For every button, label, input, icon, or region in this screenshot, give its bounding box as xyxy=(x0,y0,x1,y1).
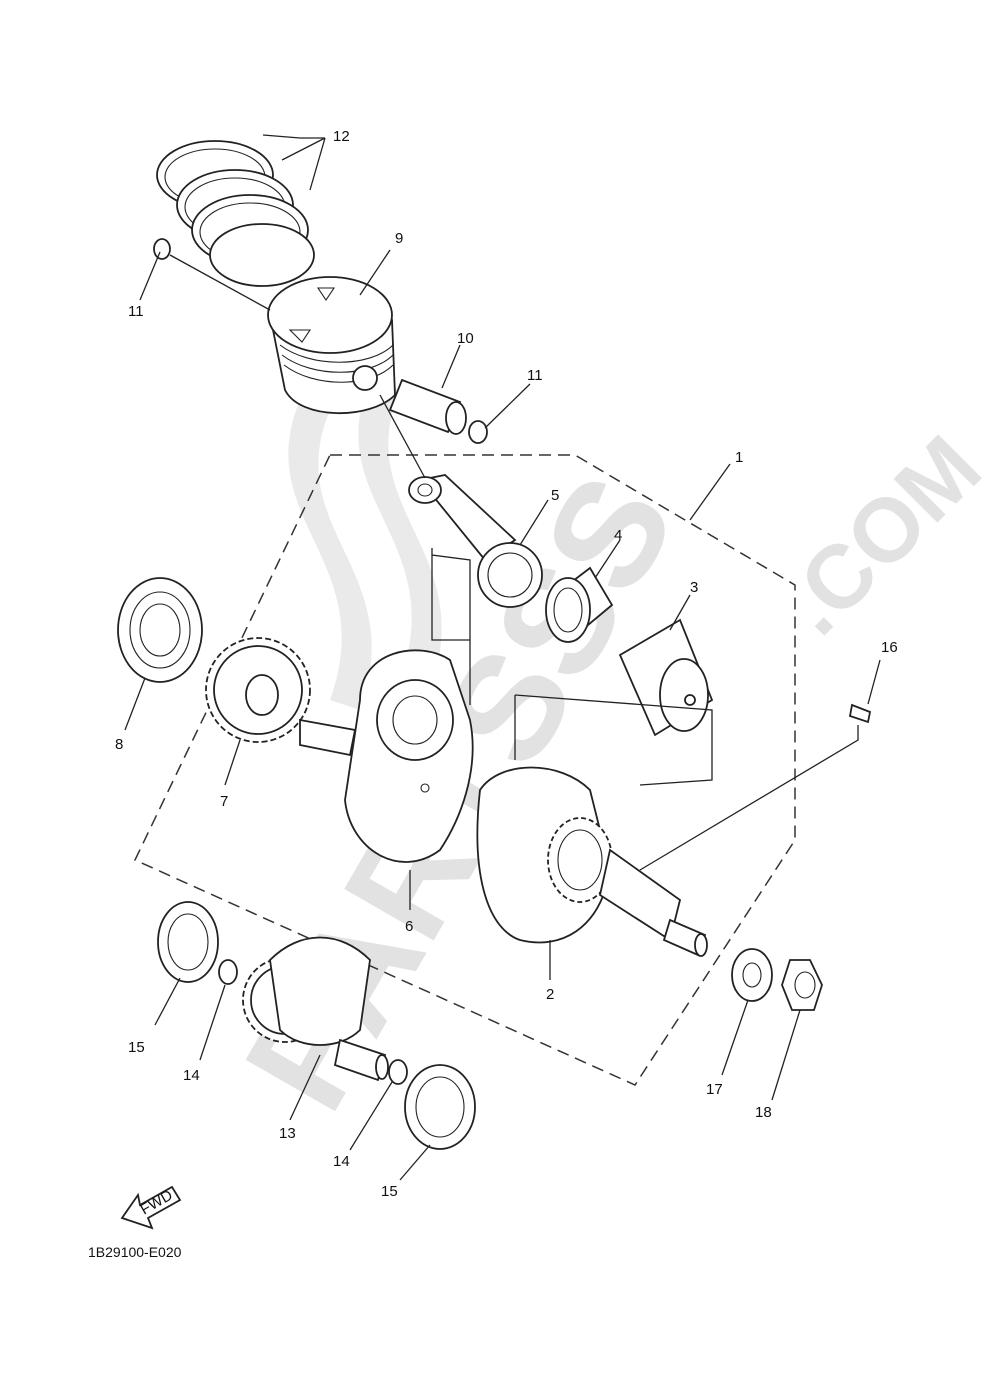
connecting-rod xyxy=(408,474,543,608)
callout-17: 17 xyxy=(706,1081,723,1098)
circlip-right xyxy=(468,420,488,444)
callout-7: 7 xyxy=(220,793,228,810)
callout-16: 16 xyxy=(881,639,898,656)
callout-12: 12 xyxy=(333,128,350,145)
callout-4: 4 xyxy=(614,527,622,544)
drive-gear xyxy=(205,637,311,743)
balancer-shaft xyxy=(242,936,389,1082)
callout-15-right: 15 xyxy=(381,1183,398,1200)
callout-2: 2 xyxy=(546,986,554,1003)
bearing-lower-right xyxy=(404,1064,476,1150)
piston-pin xyxy=(388,378,467,435)
callouts: 1 2 3 4 5 6 7 8 9 10 11 11 12 13 14 14 1… xyxy=(115,128,898,1200)
crankshaft-right xyxy=(476,766,708,957)
callout-14-right: 14 xyxy=(333,1153,350,1170)
crankshaft-assembly-boundary xyxy=(133,454,796,1086)
forward-arrow-icon: FWD xyxy=(120,1185,182,1230)
piston xyxy=(267,276,396,415)
callout-6: 6 xyxy=(405,918,413,935)
diagram-code: 1B29100-E020 xyxy=(88,1244,182,1260)
leader-lines xyxy=(124,134,881,1181)
callout-8: 8 xyxy=(115,736,123,753)
bearing-left xyxy=(117,577,203,683)
needle-bearing xyxy=(545,566,614,643)
callout-1: 1 xyxy=(735,449,743,466)
crank-pin xyxy=(618,618,714,737)
piston-rings xyxy=(156,140,315,287)
nut xyxy=(781,959,823,1011)
callout-5: 5 xyxy=(551,487,559,504)
callout-11-right: 11 xyxy=(527,367,543,384)
bearing-lower-left xyxy=(157,901,219,983)
callout-13: 13 xyxy=(279,1125,296,1142)
crankshaft-left xyxy=(299,649,474,863)
woodruff-key xyxy=(848,703,872,724)
watermark-domain: .COM xyxy=(763,417,1000,654)
callout-9: 9 xyxy=(395,230,403,247)
callout-14-left: 14 xyxy=(183,1067,200,1084)
callout-15-left: 15 xyxy=(128,1039,145,1056)
circlip-left xyxy=(153,238,171,260)
callout-11-left: 11 xyxy=(128,303,144,320)
washer xyxy=(731,948,773,1002)
circlip-lower-right xyxy=(388,1059,408,1085)
callout-10: 10 xyxy=(457,330,474,347)
callout-3: 3 xyxy=(690,579,698,596)
callout-18: 18 xyxy=(755,1104,772,1121)
circlip-lower-left xyxy=(218,959,238,985)
